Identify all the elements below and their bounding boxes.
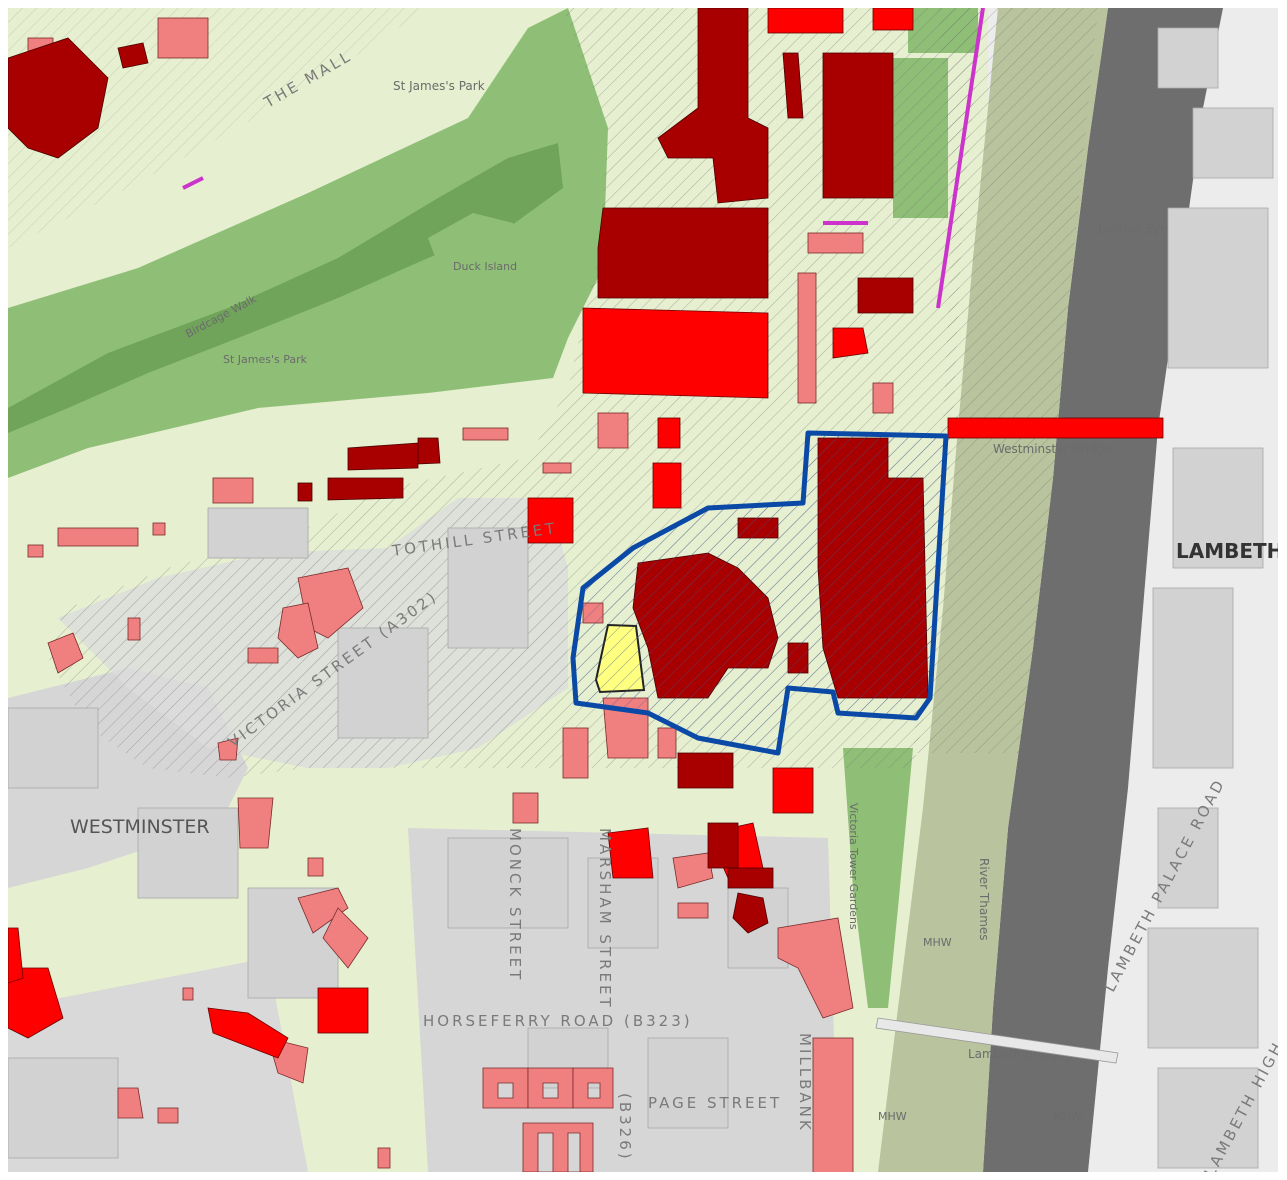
label-lambeth: LAMBETH (1176, 539, 1278, 563)
label-london-eye: London Eye (1098, 222, 1168, 236)
label-mhw-3: MHW (1053, 1110, 1082, 1123)
lambeth-bridge (875, 1017, 1119, 1064)
label-westminster-bridge: Westminster Bridge (993, 442, 1111, 456)
label-marsham-street: MARSHAM STREET (596, 828, 614, 1010)
label-horseferry-road: HORSEFERRY ROAD (B323) (423, 1012, 693, 1030)
label-mhw-1: MHW (923, 936, 952, 949)
heritage-map[interactable]: St James's Park THE MALL Duck Island Bir… (8, 8, 1278, 1172)
label-duck-island: Duck Island (453, 260, 517, 273)
label-westminster: WESTMINSTER (70, 816, 210, 838)
site-boundary[interactable] (570, 430, 949, 756)
label-monck-street: MONCK STREET (506, 828, 524, 982)
river-thames (983, 8, 1223, 1172)
label-river-thames: River Thames (977, 858, 991, 941)
label-st-james-park: St James's Park (223, 353, 308, 366)
conservation-area-river (913, 8, 1098, 753)
grey-buildings (8, 27, 1274, 1169)
listed-grade-2 (27, 17, 894, 1172)
magenta-lines (182, 8, 985, 309)
map-frame[interactable]: St James's Park THE MALL Duck Island Bir… (8, 8, 1278, 1172)
label-mhw-2: MHW (878, 1110, 907, 1123)
conservation-area-mall (8, 8, 428, 248)
victoria-tower-gardens (843, 748, 913, 1008)
label-st-james-park-top: St James's Park (393, 79, 485, 93)
st-james-lake (8, 143, 563, 433)
duck-island (428, 213, 523, 283)
label-b326: (B326) (616, 1093, 634, 1162)
label-page-street: PAGE STREET (648, 1094, 782, 1112)
label-millbank: MILLBANK (796, 1033, 814, 1133)
label-victoria-tower-gardens: Victoria Tower Gardens (847, 803, 860, 930)
